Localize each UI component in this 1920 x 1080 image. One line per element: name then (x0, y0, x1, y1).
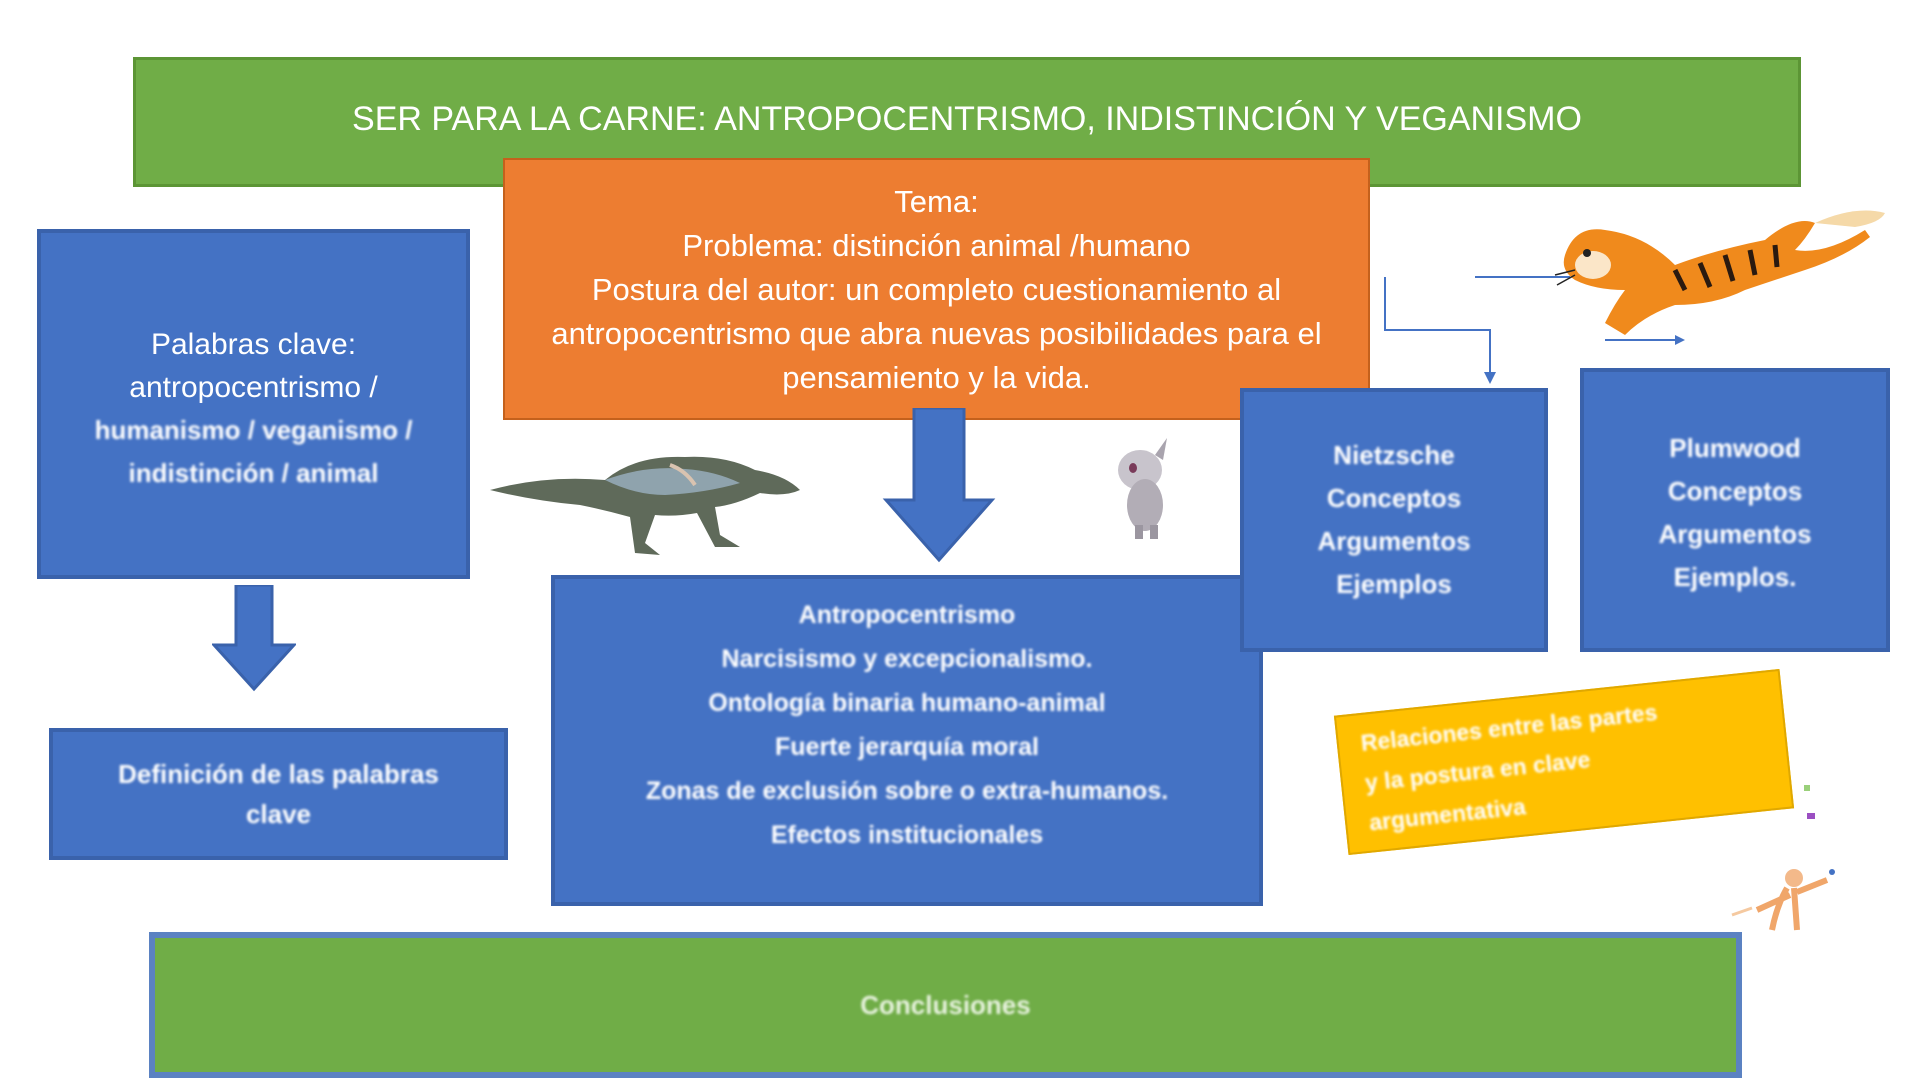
antropocentrismo-line: Fuerte jerarquía moral (775, 733, 1039, 761)
palabras-clave-line: humanismo / veganismo / (94, 415, 413, 445)
nietzsche-line: Conceptos (1326, 483, 1462, 513)
plumwood-box: Plumwood Conceptos Argumentos Ejemplos. (1580, 368, 1890, 652)
antropocentrismo-line: Narcisismo y excepcionalismo. (721, 645, 1093, 673)
nietzsche-line: Ejemplos (1336, 569, 1452, 599)
page-title: SER PARA LA CARNE: ANTROPOCENTRISMO, IND… (352, 99, 1582, 138)
definicion-line: Definición de las palabras (118, 759, 439, 789)
nietzsche-line: Nietzsche (1333, 440, 1455, 470)
palabras-clave-line: indistinción / animal (128, 458, 379, 488)
tiger-illustration (1475, 210, 1885, 345)
plumwood-line: Conceptos (1667, 476, 1803, 506)
tema-line: Tema: (894, 184, 979, 219)
arrow-down-left (212, 585, 296, 692)
palabras-clave-line: Palabras clave: (150, 328, 357, 361)
antropocentrismo-line: Efectos institucionales (770, 821, 1044, 849)
connector-arrow (1384, 277, 1496, 384)
antropocentrismo-line: Zonas de exclusión sobre o extra-humanos… (645, 777, 1169, 805)
palabras-clave-line: antropocentrismo / (129, 371, 378, 404)
antropocentrismo-box: Antropocentrismo Narcisismo y excepciona… (551, 575, 1263, 906)
antropocentrismo-line: Antropocentrismo (798, 601, 1016, 629)
tema-box: Tema: Problema: distinción animal /human… (503, 158, 1370, 420)
dinosaur-illustration (490, 456, 800, 555)
plumwood-line: Argumentos (1658, 519, 1812, 549)
small-creature-illustration (1118, 438, 1167, 539)
nietzsche-line: Argumentos (1317, 526, 1471, 556)
small-figure-illustration (1731, 785, 1835, 931)
tema-line: antropocentrismo que abra nuevas posibil… (551, 316, 1322, 351)
plumwood-line: Ejemplos. (1673, 562, 1797, 592)
plumwood-line: Plumwood (1669, 433, 1801, 463)
conclusiones-label: Conclusiones (860, 989, 1031, 1020)
antropocentrismo-line: Ontología binaria humano-animal (708, 689, 1106, 717)
conclusiones-box: Conclusiones (149, 932, 1742, 1078)
tema-line: Problema: distinción animal /humano (682, 228, 1191, 263)
definicion-line: clave (245, 799, 312, 829)
arrow-down-center (882, 408, 996, 563)
nietzsche-box: Nietzsche Conceptos Argumentos Ejemplos (1240, 388, 1548, 652)
tema-line: pensamiento y la vida. (782, 360, 1091, 395)
palabras-clave-box: Palabras clave: antropocentrismo / human… (37, 229, 470, 579)
tema-line: Postura del autor: un completo cuestiona… (591, 272, 1282, 307)
definicion-box: Definición de las palabras clave (49, 728, 508, 860)
